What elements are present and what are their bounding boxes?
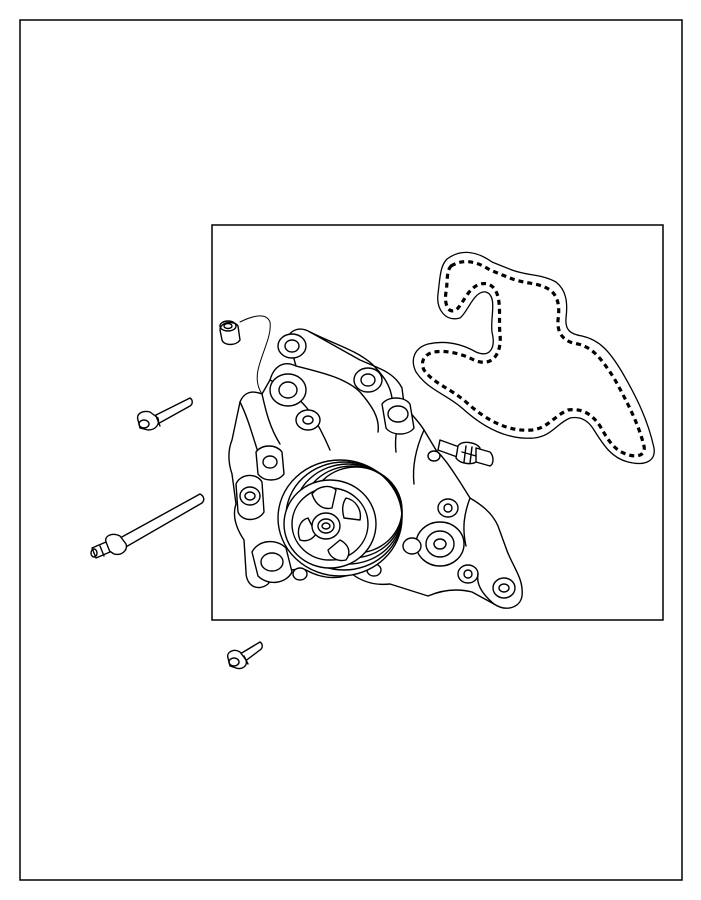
outer-frame bbox=[19, 19, 683, 881]
dowel-plug[interactable] bbox=[219, 315, 271, 395]
coolant-temperature-sensor[interactable] bbox=[437, 439, 494, 467]
mounting-bolt-short[interactable] bbox=[136, 397, 193, 431]
mounting-stud-long[interactable] bbox=[90, 493, 205, 559]
pump-pulley bbox=[277, 459, 403, 577]
mounting-bolt-lower[interactable] bbox=[227, 641, 263, 670]
water-pump-gasket[interactable] bbox=[412, 251, 655, 465]
water-pump-assembly[interactable] bbox=[228, 328, 523, 609]
inner-frame bbox=[211, 224, 664, 621]
